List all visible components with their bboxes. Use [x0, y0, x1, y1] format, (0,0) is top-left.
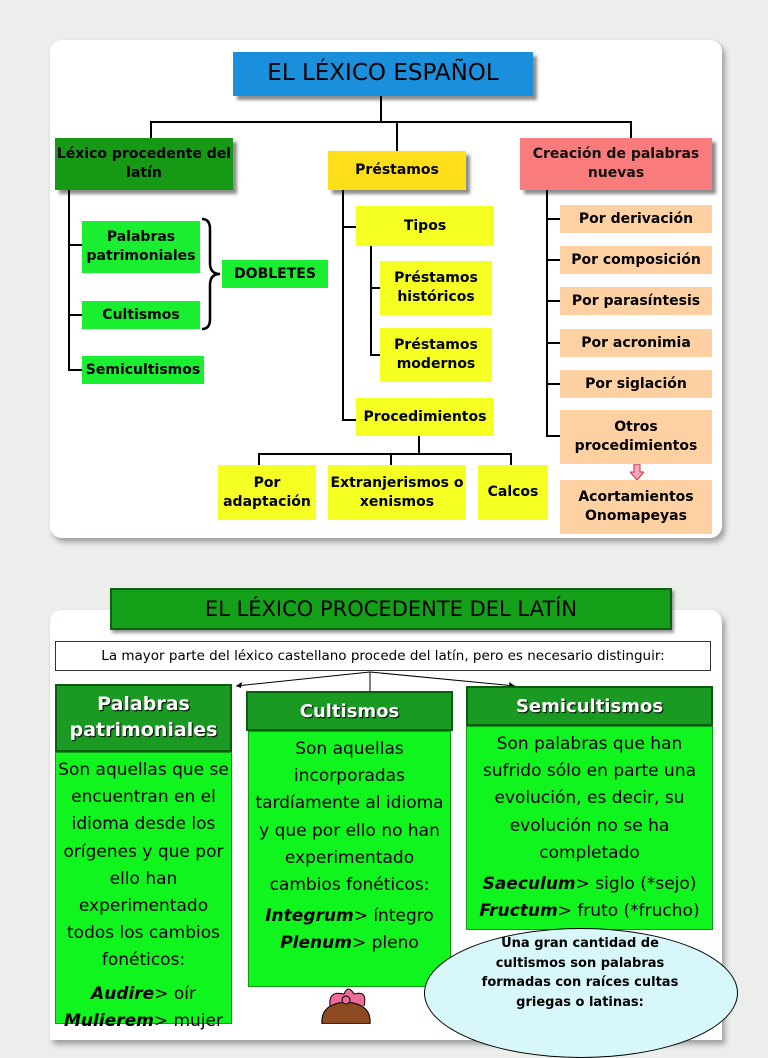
tipos-box: Tipos — [356, 206, 494, 246]
proc-adaptacion: Por adaptación — [218, 465, 316, 520]
patrimoniales-description: Son aquellas que se encuentran en el idi… — [58, 760, 229, 971]
connector-line — [546, 383, 560, 385]
connector-line — [150, 121, 632, 123]
connector-line — [258, 453, 510, 455]
creacion-header: Creación de palabras nuevas — [520, 138, 712, 190]
connector-line — [370, 354, 380, 356]
creacion-derivacion: Por derivación — [560, 205, 712, 233]
connector-line — [546, 342, 560, 344]
semicultismos-description: Son palabras que han sufrido sólo en par… — [482, 734, 697, 863]
speech-bubble-text: Una gran cantidad de cultismos son palab… — [481, 936, 679, 1010]
example-line: Integrum> íntegro — [249, 903, 450, 930]
example-result: > siglo (*sejo) — [575, 873, 697, 894]
connector-line — [370, 287, 380, 289]
col-patrimoniales-body: Son aquellas que se encuentran en el idi… — [55, 752, 232, 1031]
prestamos-historicos: Préstamos históricos — [380, 261, 492, 315]
example-word: Mulierem — [64, 1010, 154, 1031]
example-word: Saeculum — [482, 873, 576, 894]
connector-line — [396, 121, 398, 151]
creacion-acronimia: Por acronimia — [560, 329, 712, 357]
procedimientos-box: Procedimientos — [356, 398, 494, 436]
example-line: Audire> oír — [56, 981, 231, 1008]
girl-character-icon — [321, 988, 371, 1024]
connector-line — [546, 435, 560, 437]
connector-line — [68, 190, 70, 370]
example-line: Plenum> pleno — [249, 930, 450, 957]
connector-line — [380, 96, 382, 122]
col-semicultismos-header: Semicultismos — [466, 686, 713, 726]
slide2-title: EL LÉXICO PROCEDENTE DEL LATÍN — [110, 588, 672, 630]
connector-line — [630, 121, 632, 138]
connector-line — [546, 300, 560, 302]
connector-line — [150, 121, 152, 138]
intro-text: La mayor parte del léxico castellano pro… — [55, 641, 711, 671]
col-cultismos-header: Cultismos — [246, 691, 453, 731]
latin-item-cultismos: Cultismos — [82, 301, 200, 329]
brace-icon — [201, 217, 221, 331]
example-line: Mulierem> mujer — [56, 1008, 231, 1035]
example-line: Fructum> fruto (*frucho) — [467, 898, 712, 925]
proc-calcos: Calcos — [478, 465, 548, 520]
col-cultismos-body: Son aquellas incorporadas tardíamente al… — [248, 731, 451, 987]
connector-line — [258, 453, 260, 465]
connector-line — [370, 246, 372, 356]
example-result: > fruto (*frucho) — [557, 901, 700, 922]
example-result: > mujer — [153, 1010, 223, 1031]
down-arrow-icon — [630, 464, 644, 480]
latin-item-patrimoniales: Palabras patrimoniales — [82, 221, 200, 273]
example-line: Saeculum> siglo (*sejo) — [467, 871, 712, 898]
example-result: > oír — [154, 983, 196, 1004]
connector-line — [342, 419, 356, 421]
connector-line — [68, 244, 82, 246]
connector-line — [342, 226, 356, 228]
example-word: Plenum — [280, 933, 352, 954]
connector-line — [510, 453, 512, 465]
diagram-title: EL LÉXICO ESPAÑOL — [233, 52, 533, 96]
connector-line — [342, 190, 344, 420]
col-patrimoniales-header: Palabras patrimoniales — [55, 684, 232, 752]
example-word: Fructum — [479, 901, 558, 922]
creacion-siglacion: Por siglación — [560, 370, 712, 398]
latin-item-semicultismos: Semicultismos — [82, 356, 204, 384]
otros-result: Acortamientos Onomapeyas — [560, 480, 712, 534]
connector-line — [546, 259, 560, 261]
prestamos-modernos: Préstamos modernos — [380, 328, 492, 382]
example-result: > pleno — [351, 933, 419, 954]
connector-line — [68, 369, 82, 371]
latin-header: Léxico procedente del latín — [55, 138, 233, 190]
creacion-otros: Otros procedimientos — [560, 410, 712, 464]
connector-line — [546, 190, 548, 436]
dobletes-label: DOBLETES — [222, 260, 328, 288]
example-word: Integrum — [265, 906, 354, 927]
connector-line — [390, 453, 392, 465]
example-word: Audire — [91, 983, 155, 1004]
connector-line — [546, 218, 560, 220]
proc-extranjerismos: Extranjerismos o xenismos — [328, 465, 466, 520]
creacion-composicion: Por composición — [560, 246, 712, 274]
col-semicultismos-body: Son palabras que han sufrido sólo en par… — [466, 726, 713, 930]
connector-line — [68, 314, 82, 316]
connector-line — [418, 436, 420, 454]
prestamos-header: Préstamos — [328, 151, 466, 190]
creacion-parasintesis: Por parasíntesis — [560, 287, 712, 315]
cultismos-description: Son aquellas incorporadas tardíamente al… — [255, 739, 444, 895]
example-result: > íntegro — [353, 906, 434, 927]
